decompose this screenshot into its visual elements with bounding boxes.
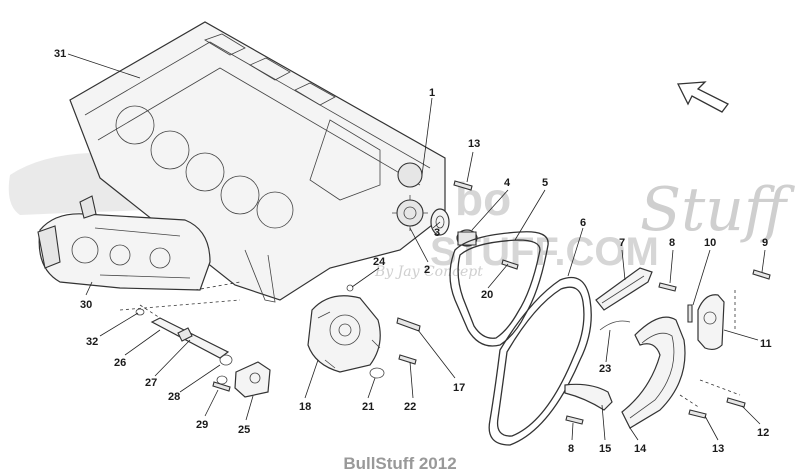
tensioner-11 <box>697 294 725 351</box>
direction-arrow-icon <box>676 81 729 113</box>
callout-18: 18 <box>299 401 311 413</box>
cap-4 <box>456 229 478 247</box>
callout-12: 12 <box>757 427 769 439</box>
timing-chain-6 <box>488 276 592 446</box>
bolt-29 <box>212 381 231 392</box>
bolt-20 <box>501 259 519 270</box>
oil-pump-assembly <box>37 195 211 291</box>
callout-26: 26 <box>114 357 126 369</box>
seal-21 <box>369 367 385 379</box>
engine-block <box>69 21 446 303</box>
callout-5: 5 <box>542 177 548 189</box>
callout-9: 9 <box>762 237 768 249</box>
callout-17: 17 <box>453 382 465 394</box>
bolt-8-upper <box>658 282 677 292</box>
callout-32: 32 <box>86 336 98 348</box>
callout-20: 20 <box>481 289 493 301</box>
callout-6: 6 <box>580 217 586 229</box>
callout-8-lower: 8 <box>568 443 574 455</box>
callout-30: 30 <box>80 299 92 311</box>
callout-23: 23 <box>599 363 611 375</box>
clip-23 <box>599 320 631 331</box>
callout-4: 4 <box>504 177 511 189</box>
callout-22: 22 <box>404 401 416 413</box>
watermark-part2: Stuff <box>640 175 796 245</box>
callout-13: 13 <box>468 138 480 150</box>
callout-8-upper: 8 <box>669 237 675 249</box>
watermark-tagline: By Jay Concept <box>374 264 483 280</box>
callout-14: 14 <box>634 443 647 455</box>
footer-credit: BullStuff 2012 <box>343 454 456 473</box>
callout-28: 28 <box>168 391 180 403</box>
fitting-25 <box>234 361 271 398</box>
chain-guide-15 <box>564 383 613 411</box>
callout-13-lower: 13 <box>712 443 724 455</box>
ring-28 <box>216 375 228 385</box>
callout-27: 27 <box>145 377 157 389</box>
callout-24: 24 <box>373 256 386 268</box>
callout-1: 1 <box>429 87 435 99</box>
washer-32 <box>135 308 145 316</box>
bolt-13-lower <box>688 409 707 419</box>
leader-lines <box>67 53 766 441</box>
bolt-9 <box>752 269 771 280</box>
callout-2: 2 <box>424 264 430 276</box>
bolt-13-top <box>453 180 473 191</box>
callout-3: 3 <box>434 227 440 239</box>
sprocket-2 <box>392 195 428 231</box>
callout-21: 21 <box>362 401 374 413</box>
bolt-12 <box>726 397 746 408</box>
callout-11: 11 <box>760 338 772 350</box>
callout-10: 10 <box>704 237 716 249</box>
bolt-8-lower <box>565 415 584 425</box>
watermark-part1: bo <box>455 173 511 225</box>
callout-25: 25 <box>238 424 250 436</box>
bolt-17 <box>396 317 421 332</box>
callout-7: 7 <box>619 237 625 249</box>
bolt-22 <box>398 354 417 365</box>
o-ring-24 <box>346 284 354 292</box>
pin-10 <box>687 304 693 323</box>
callout-29: 29 <box>196 419 208 431</box>
callout-31: 31 <box>54 48 66 60</box>
callout-numbers: 31 1 13 4 5 6 7 8 10 9 2 20 24 3 30 32 2… <box>54 48 772 455</box>
water-pump-18 <box>307 295 381 373</box>
callout-15: 15 <box>599 443 611 455</box>
tensioner-rail-14 <box>621 316 686 429</box>
pipe-assembly <box>150 317 233 366</box>
